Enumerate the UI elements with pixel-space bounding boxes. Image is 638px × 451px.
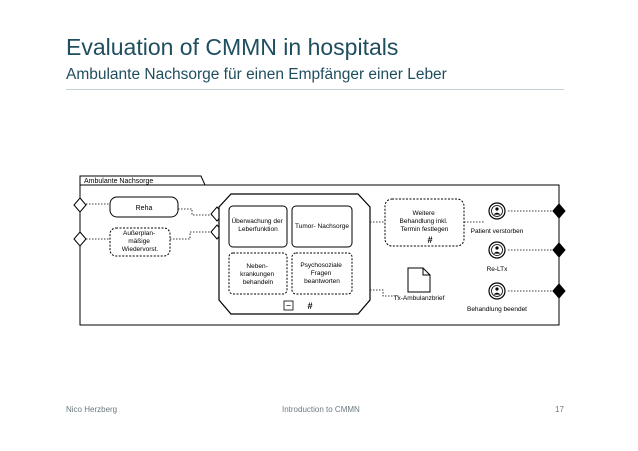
milestone-verstorben-label: Patient verstorben — [471, 228, 524, 235]
exit-criterion-relt — [552, 242, 566, 258]
case-file-item-label: Tx-Ambulanzbrief — [394, 295, 445, 302]
task-reha[interactable]: Reha — [109, 196, 179, 218]
task-reha-label: Reha — [136, 205, 153, 212]
task-ausserplan-label: Außerplan- mäßige Wiedervorst. — [122, 230, 159, 253]
footer-title: Introduction to CMMN — [282, 405, 360, 414]
entry-criterion-ausserplan — [73, 231, 87, 247]
milestone-relt[interactable]: Re-LTx — [487, 241, 509, 273]
task-weitere-behandlung[interactable]: Weitere Behandlung inkl. Termin festlege… — [384, 198, 465, 247]
connector-stage-casefile — [370, 289, 400, 297]
milestone-beendet-label: Behandlung beendet — [467, 306, 527, 313]
connectors — [86, 203, 552, 297]
collapse-marker[interactable]: − — [283, 301, 294, 311]
task-psycho[interactable]: Psychosoziale Fragen beantworten — [291, 252, 353, 295]
exit-criteria — [552, 203, 566, 299]
task-psycho-label: Psychosoziale Fragen beantworten — [300, 262, 343, 285]
footer-author: Nico Herzberg — [66, 405, 118, 414]
connector-ausserplan-stage — [170, 231, 212, 240]
connector-reha-stage — [178, 208, 212, 216]
slide-title: Evaluation of CMMN in hospitals — [66, 34, 399, 60]
task-weitere-label: Weitere Behandlung inkl. Termin festlege… — [400, 210, 450, 233]
exit-criterion-beendet — [552, 283, 566, 299]
task-neben-label: Neben- krankungen behandeln — [240, 263, 276, 286]
task-ueberwachung-label: Überwachung der Leberfunktion — [231, 217, 284, 233]
milestone-beendet[interactable]: Behandlung beendet — [467, 282, 527, 313]
stage-repetition-marker: # — [307, 301, 312, 311]
svg-text:−: − — [286, 301, 291, 311]
footer-page-number: 17 — [555, 405, 564, 414]
case-plan-label: Ambulante Nachsorge — [84, 178, 153, 185]
milestone-relt-label: Re-LTx — [487, 266, 509, 273]
milestone-verstorben[interactable]: Patient verstorben — [471, 202, 524, 235]
weitere-repetition-marker: # — [427, 235, 432, 245]
title-divider — [66, 89, 564, 90]
case-file-item[interactable]: Tx-Ambulanzbrief — [394, 267, 445, 302]
task-ueberwachung[interactable]: Überwachung der Leberfunktion — [228, 205, 288, 248]
task-ausserplan[interactable]: Außerplan- mäßige Wiedervorst. — [109, 227, 171, 257]
slide-subtitle: Ambulante Nachsorge für einen Empfänger … — [66, 66, 447, 83]
entry-criterion-reha — [73, 197, 87, 213]
task-tumor-label: Tumor- Nachsorge — [295, 223, 349, 230]
exit-criterion-verstorben — [552, 203, 566, 219]
task-neben[interactable]: Neben- krankungen behandeln — [228, 252, 288, 295]
task-tumor[interactable]: Tumor- Nachsorge — [291, 205, 353, 248]
